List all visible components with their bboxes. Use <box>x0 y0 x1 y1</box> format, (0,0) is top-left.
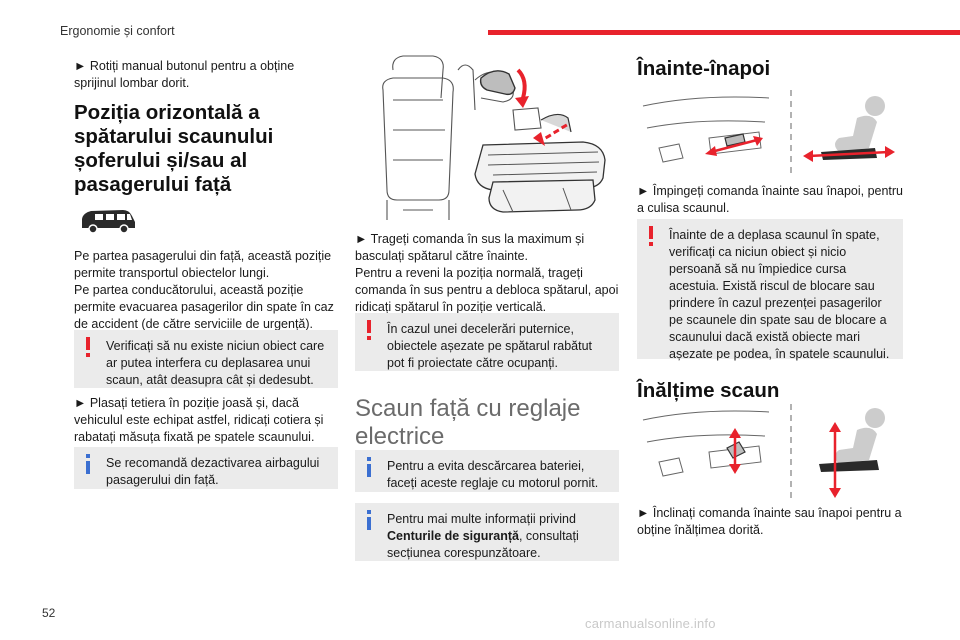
info-text: Pentru mai multe informații privind Cent… <box>387 512 579 560</box>
info-blue-icon <box>367 510 371 530</box>
page-number: 52 <box>42 606 56 620</box>
section-title: Ergonomie și confort <box>60 24 175 38</box>
minivan-icon <box>82 210 135 234</box>
driver-position-text: Pe partea conducătorului, această poziți… <box>74 283 334 331</box>
passenger-position-text: Pe partea pasagerului din față, această … <box>74 249 332 280</box>
warning-box: În cazul unei decelerări puternice, obie… <box>355 313 619 371</box>
warning-box: Verificați să nu existe niciun obiect ca… <box>74 330 338 388</box>
exclamation-red-icon <box>649 226 653 246</box>
header-accent-bar <box>488 30 960 35</box>
info-blue-icon <box>367 457 371 477</box>
headrest-instruction: ► Plasați tetiera în poziție joasă și, d… <box>74 396 324 444</box>
fore-aft-heading: Înainte-înapoi <box>637 57 771 80</box>
info-box: Se recomandă dezactivarea airbagului pas… <box>74 447 338 489</box>
info-box: Pentru mai multe informații privind Cent… <box>355 503 619 561</box>
slide-instruction: ► Împingeți comanda înainte sau înapoi, … <box>637 184 904 215</box>
watermark: carmanualsonline.info <box>585 616 716 631</box>
info-box: Pentru a evita descărcarea bateriei, fac… <box>355 450 619 492</box>
seat-height-heading: Înălțime scaun <box>637 379 780 402</box>
height-instruction: ► Înclinați comanda înainte sau înapoi p… <box>637 506 902 537</box>
exclamation-red-icon <box>367 320 371 340</box>
warning-text: În cazul unei decelerări puternice, obie… <box>387 322 592 370</box>
warning-text: Verificați să nu existe niciun obiect ca… <box>106 339 325 387</box>
lumbar-instruction: ► Rotiți manual butonul pentru a obține … <box>74 59 295 90</box>
warning-box: Înainte de a deplasa scaunul în spate, v… <box>637 219 903 361</box>
info-text: Pentru a evita descărcarea bateriei, fac… <box>387 459 599 490</box>
tilt-instruction: ► Trageți comanda în sus la maximum și b… <box>355 232 585 263</box>
electric-seat-heading: Scaun față cu reglaje electrice <box>355 395 581 450</box>
warning-text: Înainte de a deplasa scaunul în spate, v… <box>669 228 890 361</box>
folded-seat-illustration <box>382 55 606 220</box>
fore-aft-illustration <box>642 90 895 174</box>
backrest-flat-heading: Poziția orizontală a spătarului scaunulu… <box>74 101 274 196</box>
info-text: Se recomandă dezactivarea airbagului pas… <box>106 456 320 487</box>
return-instruction: Pentru a reveni la poziția normală, trag… <box>355 266 619 314</box>
info-blue-icon <box>86 454 90 474</box>
seat-height-illustration <box>642 404 885 498</box>
exclamation-red-icon <box>86 337 90 357</box>
